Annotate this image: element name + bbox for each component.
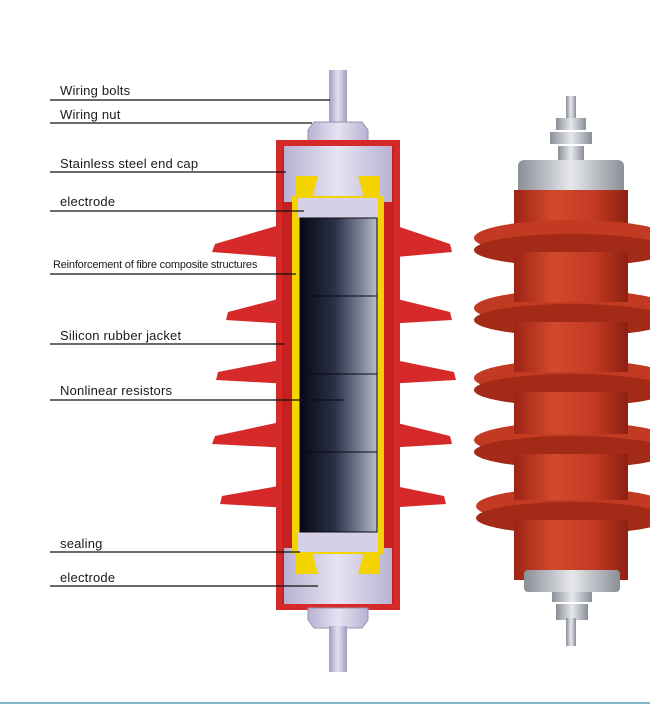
label-end-cap: Stainless steel end cap — [60, 156, 199, 171]
shed — [385, 484, 446, 508]
bottom-wiring-nut — [307, 607, 369, 629]
label-wiring-bolts: Wiring bolts — [60, 83, 131, 98]
shed — [385, 222, 452, 258]
left-sheds — [212, 222, 290, 508]
photo-bottom-cap — [524, 570, 620, 592]
nonlinear-resistor-stack — [299, 217, 378, 533]
leader-lines — [50, 99, 344, 587]
resistor-block — [299, 451, 378, 533]
shed — [385, 420, 452, 448]
bottom-sealing — [358, 552, 380, 574]
bottom-electrode — [298, 532, 378, 552]
right-sheds — [385, 222, 456, 508]
resistor-block — [299, 373, 378, 453]
photo-top-nut — [556, 118, 586, 130]
shed — [216, 358, 290, 384]
top-sealing — [358, 176, 380, 198]
top-sealing — [296, 176, 318, 198]
shed — [212, 222, 290, 258]
label-electrode-bottom: electrode — [60, 570, 116, 585]
cutaway-arrester — [212, 70, 456, 672]
bottom-divider — [0, 702, 650, 704]
photo-bottom-stud — [566, 618, 576, 646]
photo-top-stud — [566, 96, 576, 126]
shed — [212, 420, 290, 448]
photo-bottom-nut — [556, 604, 588, 620]
label-electrode-top: electrode — [60, 194, 116, 209]
label-jacket: Silicon rubber jacket — [60, 328, 182, 343]
resistor-block — [299, 295, 378, 375]
shed — [226, 296, 290, 324]
bottom-wiring-bolt — [329, 626, 347, 672]
shed — [385, 296, 452, 324]
photo-sheds — [474, 220, 650, 572]
top-wiring-bolt — [329, 70, 347, 124]
resistor-block — [299, 217, 378, 297]
top-wiring-nut — [307, 121, 369, 143]
photo-top-cap — [518, 160, 624, 196]
label-resistors: Nonlinear resistors — [60, 383, 173, 398]
label-sealing: sealing — [60, 536, 103, 551]
shed — [385, 358, 456, 384]
bottom-sealing — [296, 552, 318, 574]
label-reinforcement: Reinforcement of fibre composite structu… — [53, 259, 258, 271]
top-electrode — [298, 198, 378, 218]
label-wiring-nut: Wiring nut — [60, 107, 121, 122]
shed — [220, 484, 290, 508]
arrester-photo — [474, 96, 650, 646]
